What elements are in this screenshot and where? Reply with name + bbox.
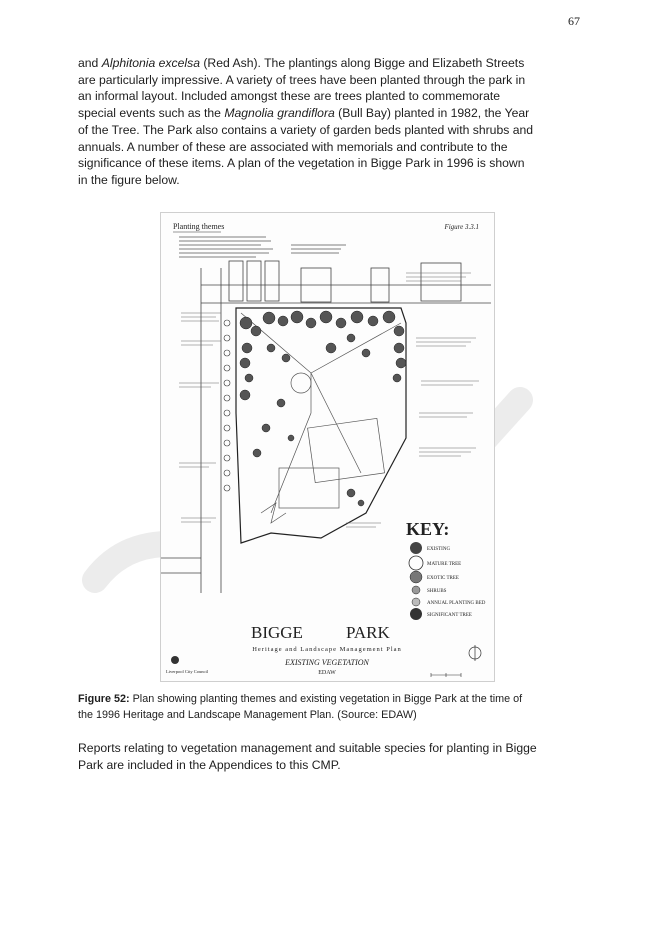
caption-line-1: Plan showing planting themes and existin… [129,693,523,705]
plan-subtitle: Heritage and Landscape Management Plan [252,646,402,653]
key-legend: EXISTING MATURE TREE EXOTIC TREE SHRUBS … [408,542,486,620]
street-trees [223,319,231,492]
park-boundary [235,307,407,544]
page-number: 67 [568,14,580,28]
intro-line: significance of these items. A plan of t… [78,156,525,171]
title-bigge: BIGGE [251,623,303,642]
planting-themes-label: Planting themes [173,222,224,231]
key-title: KEY: [406,519,449,539]
vegetation-plan-figure: Planting themes Figure 3.3.1 [160,212,495,682]
figure-caption: Figure 52: Plan showing planting themes … [78,691,578,723]
street-grid [161,260,491,593]
key-item-significant-tree: SIGNIFICANT TREE [427,613,472,618]
species-name: Alphitonia excelsa [101,56,200,70]
appendices-line: Park are included in the Appendices to t… [78,757,341,772]
key-item-existing: EXISTING [427,547,450,552]
plan-author: EDAW [318,670,336,676]
council-logo-icon [171,656,179,664]
intro-paragraph: and Alphitonia excelsa (Red Ash). The pl… [78,55,574,189]
caption-line-2: the 1996 Heritage and Landscape Manageme… [78,709,417,721]
intro-line: are particularly impressive. A variety o… [78,72,526,87]
tree-canopies [239,310,407,507]
intro-line: an informal layout. Included amongst the… [78,89,501,104]
park-paths [240,312,402,524]
key-item-annual-bed: ANNUAL PLANTING BED [427,601,486,606]
title-park: PARK [346,623,391,642]
annotation-leaders [179,272,479,528]
intro-line: of the Tree. The Park also contains a va… [78,122,534,137]
intro-line: special events such as the Magnolia gran… [78,106,530,121]
appendices-paragraph: Reports relating to vegetation managemen… [78,740,574,773]
appendices-line: Reports relating to vegetation managemen… [78,741,537,755]
scale-bar [430,673,462,677]
species-name: Magnolia grandiflora [224,106,335,121]
header-notes [179,236,346,258]
key-item-exotic-tree: EXOTIC TREE [427,576,459,581]
intro-line: in the figure below. [78,172,180,187]
caption-label: Figure 52: [78,693,130,705]
key-item-mature-tree: MATURE TREE [427,562,461,567]
council-name: Liverpool City Council [166,669,209,674]
intro-line: and Alphitonia excelsa (Red Ash). The pl… [78,56,525,70]
intro-line: annuals. A number of these are associate… [78,139,508,154]
site-plan-drawing: Planting themes Figure 3.3.1 [161,222,491,677]
key-item-shrubs: SHRUBS [427,589,447,594]
figure-number-label: Figure 3.3.1 [443,223,479,231]
plan-name: EXISTING VEGETATION [284,658,369,667]
